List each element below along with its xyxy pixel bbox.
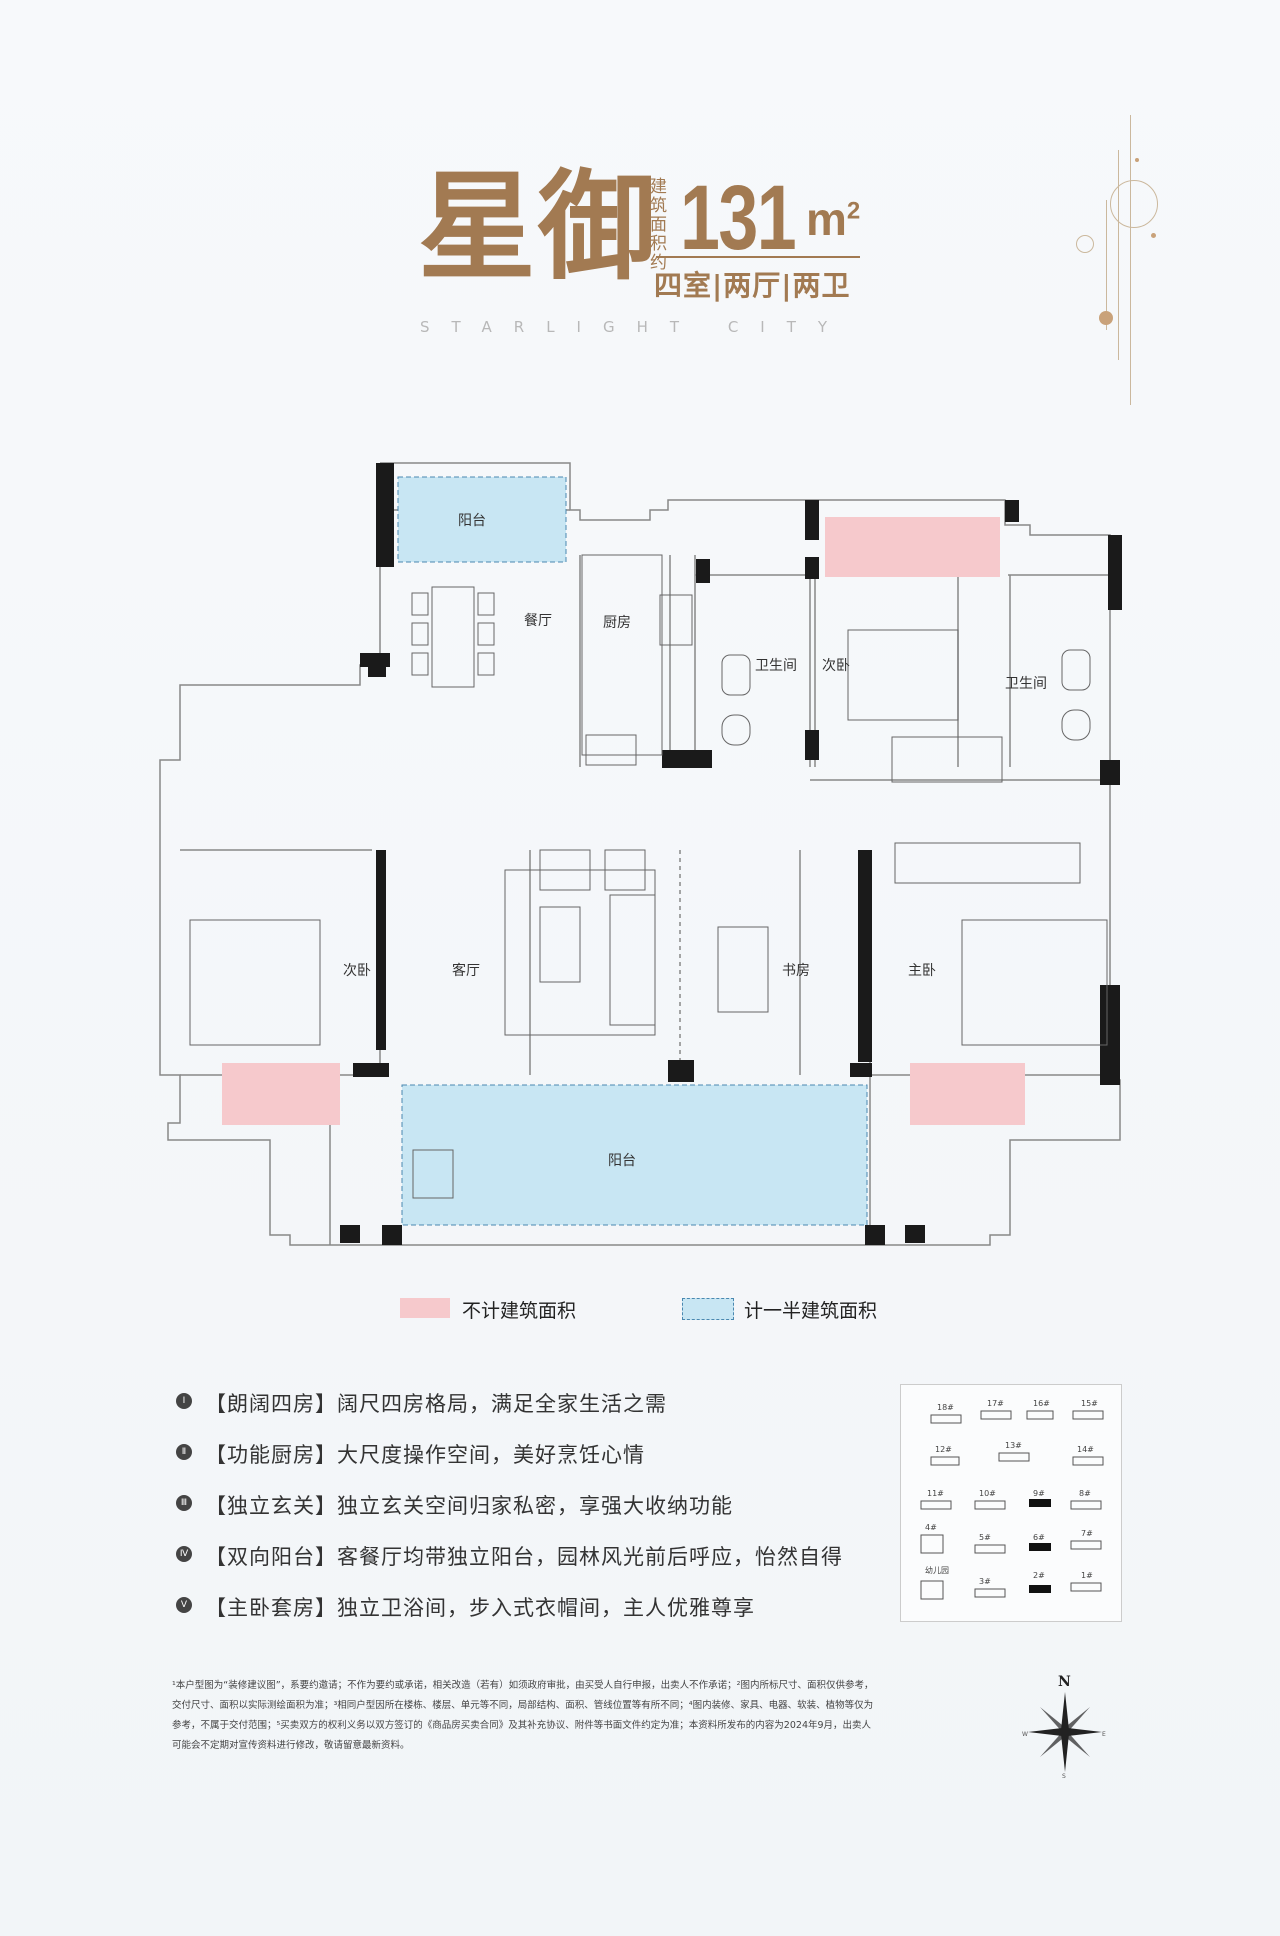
building-label: 9# <box>1033 1489 1045 1498</box>
pink-zone-right <box>910 1063 1025 1125</box>
building-label: 幼儿园 <box>925 1566 949 1575</box>
balcony-top-zone <box>397 476 567 563</box>
building-label: 4# <box>925 1523 937 1532</box>
building-label: 18# <box>937 1403 954 1412</box>
room-label-balcony-bottom: 阳台 <box>608 1153 636 1169</box>
room-label-living: 客厅 <box>452 962 480 979</box>
legend-label-blue: 计一半建筑面积 <box>744 1300 878 1322</box>
decor-circle <box>1076 235 1094 253</box>
room-label-master: 主卧 <box>908 963 936 979</box>
decor-circle <box>1110 180 1158 228</box>
room-label-dining: 餐厅 <box>524 613 552 629</box>
decor-dot <box>1151 233 1156 238</box>
compass-east: E <box>1102 1731 1106 1738</box>
legend-swatch-pink <box>400 1298 450 1318</box>
building-label: 17# <box>987 1399 1004 1408</box>
legend-label-pink: 不计建筑面积 <box>462 1300 577 1322</box>
site-map-buildings <box>920 1410 1104 1600</box>
compass-north: N <box>1058 1674 1071 1690</box>
room-label-bath2: 卫生间 <box>1005 676 1047 692</box>
compass-south: S <box>1062 1773 1066 1780</box>
decor-line <box>1118 150 1119 360</box>
english-title: STARLIGHT CITY <box>420 318 850 336</box>
legend-swatch-blue <box>682 1298 734 1320</box>
decor-line <box>1130 115 1131 405</box>
area-label: 建筑面积约 <box>650 177 667 273</box>
feature-item: 【功能厨房】大尺度操作空间，美好烹饪心情 <box>205 1443 645 1467</box>
room-label-balcony-top: 阳台 <box>458 513 486 529</box>
building-label: 2# <box>1033 1571 1045 1580</box>
pink-zone-left <box>222 1063 340 1125</box>
decor-dot <box>1135 158 1139 162</box>
room-label-study: 书房 <box>782 963 810 979</box>
room-label-second-bedroom-top: 次卧 <box>822 658 850 674</box>
feature-item: 【主卧套房】独立卫浴间，步入式衣帽间，主人优雅尊享 <box>205 1596 755 1620</box>
balcony-bottom-zone <box>401 1084 868 1226</box>
building-label: 13# <box>1005 1441 1022 1450</box>
building-label: 14# <box>1077 1445 1094 1454</box>
layout-text: 四室|两厅|两卫 <box>654 269 851 302</box>
feature-item: 【双向阳台】客餐厅均带独立阳台，园林风光前后呼应，怡然自得 <box>205 1545 843 1569</box>
compass-west: W <box>1022 1731 1028 1738</box>
building-label: 12# <box>935 1445 952 1454</box>
building-label: 7# <box>1081 1529 1093 1538</box>
area-value: 131 <box>680 167 797 269</box>
decor-dot <box>1099 311 1113 325</box>
building-label: 15# <box>1081 1399 1098 1408</box>
room-label-bath1: 卫生间 <box>755 658 797 674</box>
decor-line <box>1106 200 1107 330</box>
feature-item: 【独立玄关】独立玄关空间归家私密，享强大收纳功能 <box>205 1494 733 1518</box>
title-rule <box>656 256 860 258</box>
feature-bullet: Ⅴ <box>176 1597 192 1613</box>
pink-zone-top <box>825 517 1000 577</box>
floor-plan: 阳台 餐厅 厨房 卫生间 次卧 卫生间 次卧 客厅 书房 主卧 阳台 <box>159 462 1122 1246</box>
building-label: 1# <box>1081 1571 1093 1580</box>
compass-icon: N W E S <box>1022 1674 1106 1780</box>
building-label: 11# <box>927 1489 944 1498</box>
building-label: 8# <box>1079 1489 1091 1498</box>
room-label-second-bedroom-left: 次卧 <box>343 963 371 979</box>
feature-item: 【朗阔四房】阔尺四房格局，满足全家生活之需 <box>205 1392 667 1416</box>
building-label: 6# <box>1033 1533 1045 1542</box>
building-label: 3# <box>979 1577 991 1586</box>
site-map: 18# 17# 16# 15# 12# 13# 14# 11# 10# 9# 8… <box>900 1384 1122 1622</box>
project-name: 星御 <box>418 157 659 296</box>
feature-bullet: Ⅳ <box>176 1546 192 1562</box>
disclaimer: ¹本户型图为“装修建议图”，系要约邀请；不作为要约或承诺，相关改造（若有）如须政… <box>172 1680 874 1751</box>
building-label: 10# <box>979 1489 996 1498</box>
feature-bullet: Ⅱ <box>176 1444 192 1460</box>
feature-bullet: Ⅰ <box>176 1393 192 1409</box>
room-label-kitchen: 厨房 <box>603 615 631 631</box>
building-label: 16# <box>1033 1399 1050 1408</box>
area-unit: m2 <box>806 193 861 245</box>
feature-bullet: Ⅲ <box>176 1495 192 1511</box>
building-label: 5# <box>979 1533 991 1542</box>
